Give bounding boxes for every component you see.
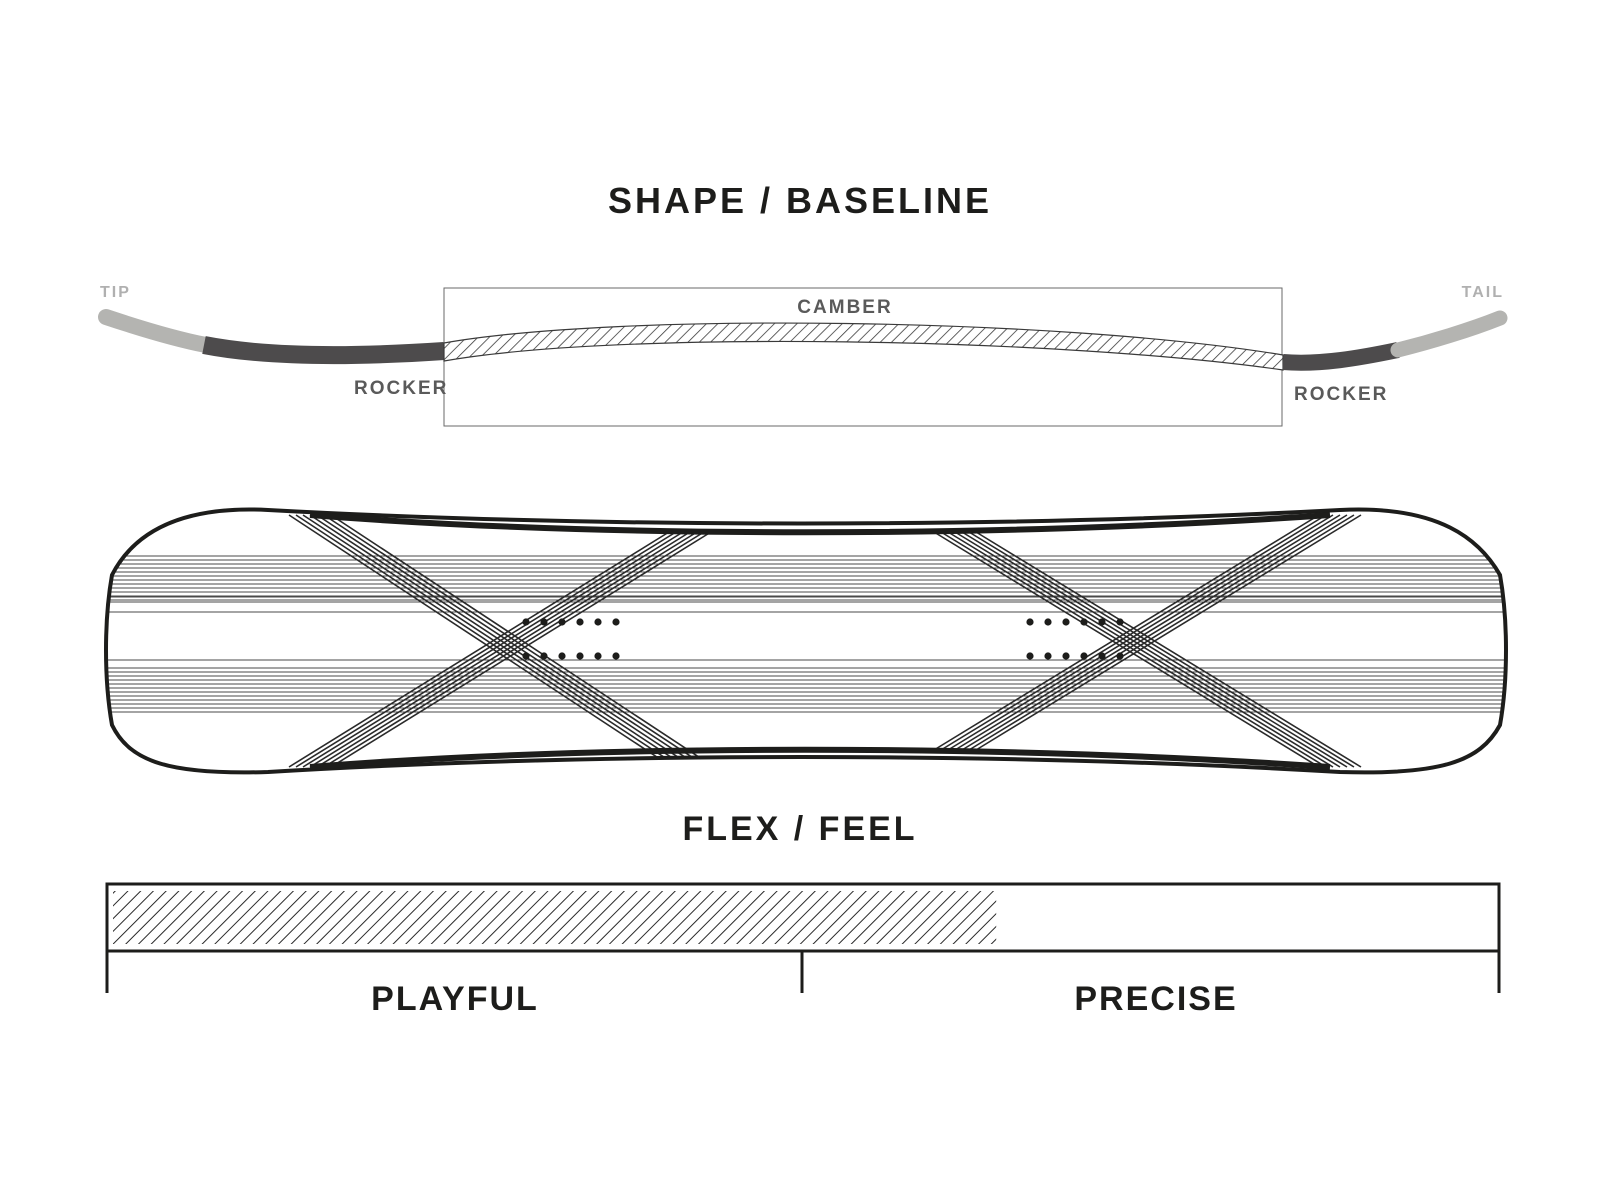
rocker-right-label: ROCKER xyxy=(1294,384,1388,405)
x-band-line xyxy=(288,514,670,766)
x-band-line xyxy=(968,514,1355,751)
insert-dot xyxy=(594,618,602,626)
x-band-line xyxy=(288,531,670,768)
insert-dot xyxy=(1062,652,1070,660)
binding-inserts xyxy=(522,618,1124,660)
x-band-line xyxy=(295,514,677,766)
sidecut-top-edge xyxy=(309,512,1331,536)
x-band-line xyxy=(975,531,1362,768)
tail-label: TAIL xyxy=(1462,284,1504,301)
horizontal-stripes xyxy=(106,555,1506,713)
insert-dot xyxy=(1098,652,1106,660)
x-band-line xyxy=(933,514,1320,751)
camber-segment xyxy=(443,322,1284,371)
precise-label: PRECISE xyxy=(1074,980,1237,1018)
flex-scale: PLAYFUL PRECISE xyxy=(105,882,1501,1018)
board-graphics xyxy=(106,514,1506,768)
insert-dot xyxy=(1116,652,1124,660)
insert-dot xyxy=(576,652,584,660)
insert-dot xyxy=(540,618,548,626)
insert-dot xyxy=(1026,618,1034,626)
insert-dot xyxy=(558,618,566,626)
x-band-line xyxy=(302,531,684,768)
insert-dot xyxy=(540,652,548,660)
x-band-line xyxy=(940,514,1327,751)
sidecut-bottom-edge xyxy=(309,746,1331,770)
tip-segment xyxy=(98,309,214,353)
insert-dot xyxy=(1116,618,1124,626)
rocker-left-label: ROCKER xyxy=(354,378,448,399)
x-band-line xyxy=(316,531,698,768)
insert-dot xyxy=(1080,652,1088,660)
rocker-right-segment xyxy=(1282,342,1400,371)
tail-segment xyxy=(1390,310,1508,358)
x-band-line xyxy=(954,531,1341,768)
insert-dot xyxy=(612,652,620,660)
insert-dot xyxy=(1044,618,1052,626)
insert-dot xyxy=(1044,652,1052,660)
x-band-line xyxy=(295,531,677,768)
tip-label: TIP xyxy=(100,284,131,301)
x-band-line xyxy=(968,531,1355,768)
insert-dot xyxy=(522,618,530,626)
board-outline xyxy=(104,507,1508,775)
board-top-view xyxy=(104,507,1508,775)
x-band-line xyxy=(330,531,712,768)
board-profile: TIP TAIL CAMBER ROCKER ROCKER xyxy=(98,284,1508,427)
playful-label: PLAYFUL xyxy=(371,980,539,1018)
flex-feel-heading: FLEX / FEEL xyxy=(682,810,918,848)
camber-label: CAMBER xyxy=(797,297,892,318)
x-band-line xyxy=(961,531,1348,768)
x-band-line xyxy=(309,531,691,768)
x-band-line xyxy=(947,514,1334,751)
insert-dot xyxy=(576,618,584,626)
x-band-line xyxy=(961,514,1348,751)
insert-dot xyxy=(558,652,566,660)
flex-bar-fill xyxy=(113,891,997,944)
x-bands xyxy=(288,514,1362,768)
shape-baseline-heading: SHAPE / BASELINE xyxy=(607,180,993,221)
x-band-line xyxy=(323,531,705,768)
insert-dot xyxy=(1062,618,1070,626)
rocker-left-segment xyxy=(202,336,445,365)
insert-dot xyxy=(1080,618,1088,626)
insert-dot xyxy=(1098,618,1106,626)
insert-dot xyxy=(612,618,620,626)
x-band-line xyxy=(954,514,1341,751)
insert-dot xyxy=(594,652,602,660)
insert-dot xyxy=(1026,652,1034,660)
insert-dot xyxy=(522,652,530,660)
x-band-line xyxy=(975,514,1362,751)
